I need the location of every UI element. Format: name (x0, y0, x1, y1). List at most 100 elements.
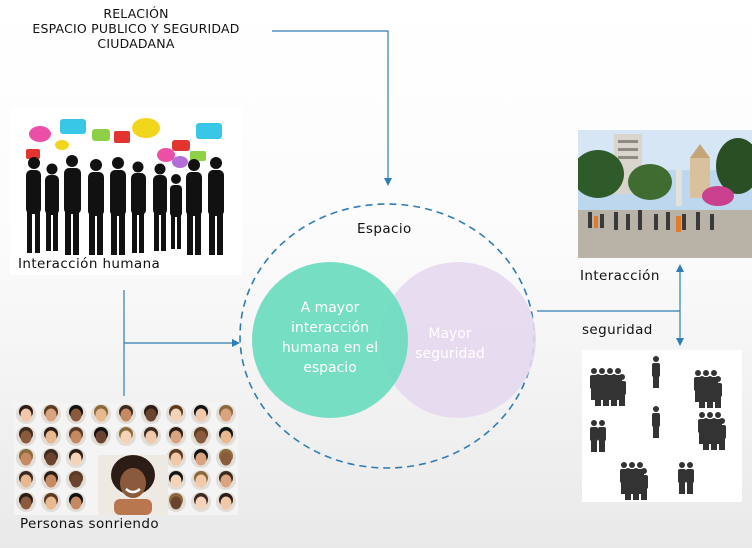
face-skin (70, 496, 82, 510)
espacio-label: Espacio (357, 221, 412, 237)
face-skin (220, 430, 232, 444)
interaccion-circle-text: A mayor interacción humana en el espacio (281, 300, 379, 376)
smiling-faces-grid-icon (16, 404, 236, 515)
person-body (686, 469, 694, 483)
person-head (591, 368, 597, 374)
face-skin (20, 474, 32, 488)
person-legs (599, 388, 605, 400)
title-line-3: CIUDADANA (97, 36, 175, 51)
face-skin (70, 474, 82, 488)
face-skin (195, 452, 207, 466)
face-skin (220, 474, 232, 488)
crowd-groups-icon (590, 356, 726, 500)
face-skin (195, 408, 207, 422)
person-head (653, 406, 659, 412)
person-legs (633, 488, 639, 500)
seguridad-label: seguridad (582, 322, 653, 338)
person-body (652, 413, 660, 427)
interaccion-humana-label: Interacción humana (18, 256, 161, 272)
person-head (711, 370, 717, 376)
person-head (591, 420, 597, 426)
person-legs (719, 438, 725, 450)
face-skin (195, 496, 207, 510)
person-body (652, 363, 660, 377)
person-legs (679, 482, 685, 494)
face-skin (145, 408, 157, 422)
crowd-silhouettes (590, 356, 726, 500)
person-head (703, 370, 709, 376)
person-head (695, 370, 701, 376)
person-body (598, 427, 606, 441)
crowd-groups-image (582, 350, 742, 502)
face-skin (220, 452, 232, 466)
face-skin (145, 430, 157, 444)
person-head (679, 462, 685, 468)
person-legs (707, 396, 713, 408)
diagram-title: RELACIÓN ESPACIO PUBLICO Y SEGURIDAD CIU… (0, 6, 272, 51)
face-skin (45, 452, 57, 466)
person-legs (637, 482, 643, 494)
person-head (619, 374, 625, 380)
face-skin (70, 408, 82, 422)
face-skin (170, 408, 182, 422)
face-skin (95, 408, 107, 422)
title-line-2: ESPACIO PUBLICO Y SEGURIDAD (32, 21, 240, 36)
face-skin (195, 474, 207, 488)
face-skin (20, 408, 32, 422)
face-skin (45, 430, 57, 444)
person-head (637, 462, 643, 468)
person-legs (703, 390, 709, 402)
person-legs (653, 426, 659, 438)
face-skin (45, 474, 57, 488)
person-legs (625, 488, 631, 500)
person-legs (687, 482, 693, 494)
person-head (653, 356, 659, 362)
venn-diagram (239, 203, 536, 469)
face-skin (170, 474, 182, 488)
person-legs (699, 432, 705, 444)
face-skin (45, 408, 57, 422)
plaza-photo-icon (578, 130, 752, 258)
person-body (678, 469, 686, 483)
person-legs (591, 440, 597, 452)
person-head (621, 462, 627, 468)
face-skin (170, 496, 182, 510)
seguridad-circle-text: Mayor seguridad (415, 326, 485, 362)
face-skin (20, 496, 32, 510)
person-head (599, 420, 605, 426)
seguridad-circle (380, 262, 536, 418)
face-skin (95, 430, 107, 444)
person-body (618, 381, 626, 395)
person-legs (707, 432, 713, 444)
person-legs (711, 390, 717, 402)
title-to-espacio-arrow (272, 30, 392, 186)
person-legs (621, 482, 627, 494)
face-skin (20, 452, 32, 466)
face-skin (70, 452, 82, 466)
person-head (719, 418, 725, 424)
face-skin (170, 430, 182, 444)
face-skin (70, 430, 82, 444)
person-head (599, 368, 605, 374)
person-legs (715, 396, 721, 408)
faces-grid (16, 404, 236, 512)
person-head (687, 462, 693, 468)
speech-bubbles (26, 118, 222, 168)
people-silhouettes (26, 155, 224, 255)
person-head (715, 376, 721, 382)
person-legs (607, 388, 613, 400)
person-legs (595, 394, 601, 406)
person-legs (641, 488, 647, 500)
person-legs (699, 396, 705, 408)
person-legs (619, 394, 625, 406)
person-head (641, 468, 647, 474)
person-head (715, 412, 721, 418)
title-line-1: RELACIÓN (103, 6, 169, 21)
interaccion-circle (252, 262, 408, 418)
person-body (640, 475, 648, 489)
person-legs (653, 376, 659, 388)
face-skin (20, 430, 32, 444)
people-speech-bubbles-icon (26, 118, 224, 255)
person-head (607, 368, 613, 374)
person-legs (703, 438, 709, 450)
